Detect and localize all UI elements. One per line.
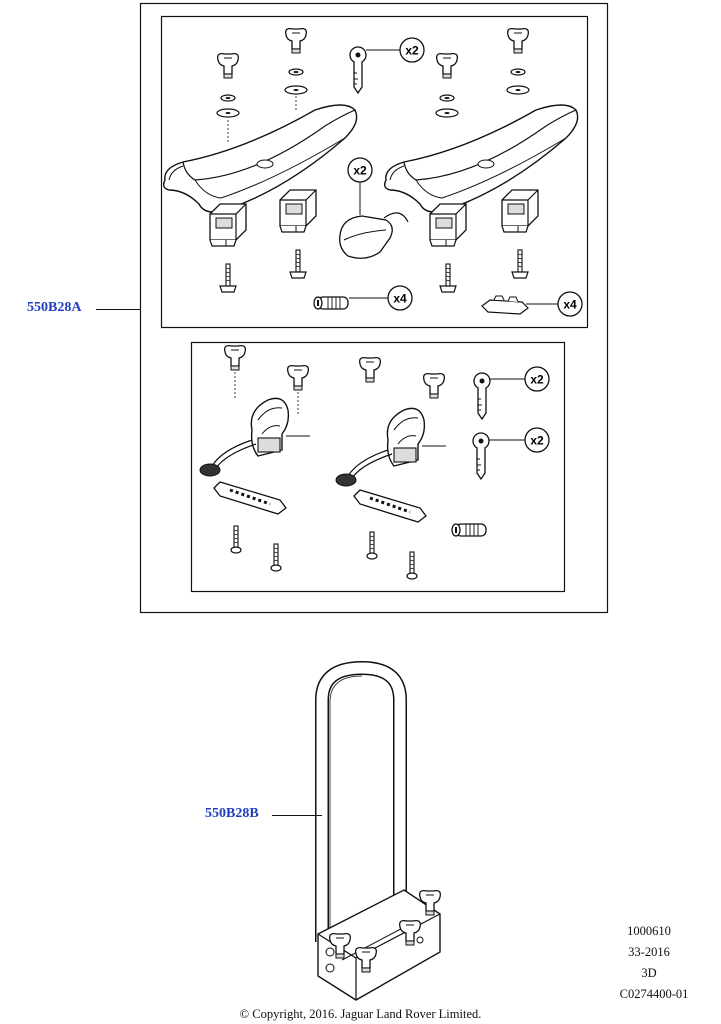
u-arm-holder [315,661,442,1001]
callout-550b28b[interactable]: 550B28B [205,806,259,821]
copyright-notice: © Copyright, 2016. Jaguar Land Rover Lim… [239,1007,482,1021]
key-icon-top [349,46,367,94]
kit-a-frame [139,2,609,614]
meta-line-1: 1000610 [627,924,671,938]
callout-550b28a[interactable]: 550B28A [27,300,82,315]
strap-set-right [335,356,447,580]
meta-line-2: 33-2016 [628,945,670,959]
qty-lock-cylinder: x4 [393,292,407,306]
meta-line-3: 3D [641,966,657,980]
strap-lock-icon [339,212,409,259]
lock-cylinder-icon-lower [451,523,487,537]
lock-cylinder-icon [313,296,349,310]
qty-key-lower-2: x2 [530,434,544,448]
qty-t-nut: x4 [563,298,577,312]
cradle-set-left [162,27,358,293]
key-icon-lower-2 [472,432,490,480]
qty-strap-lock: x2 [353,164,367,178]
qty-key-lower-1: x2 [530,373,544,387]
key-icon-lower-1 [473,372,491,420]
strap-set-left [199,344,311,572]
qty-key-top: x2 [405,44,419,58]
meta-line-4: C0274400-01 [619,987,689,1001]
cradle-set-right [383,27,579,293]
cradle-kit-box [160,15,589,329]
t-nut-icon [481,295,529,315]
strap-kit-box [190,341,566,593]
